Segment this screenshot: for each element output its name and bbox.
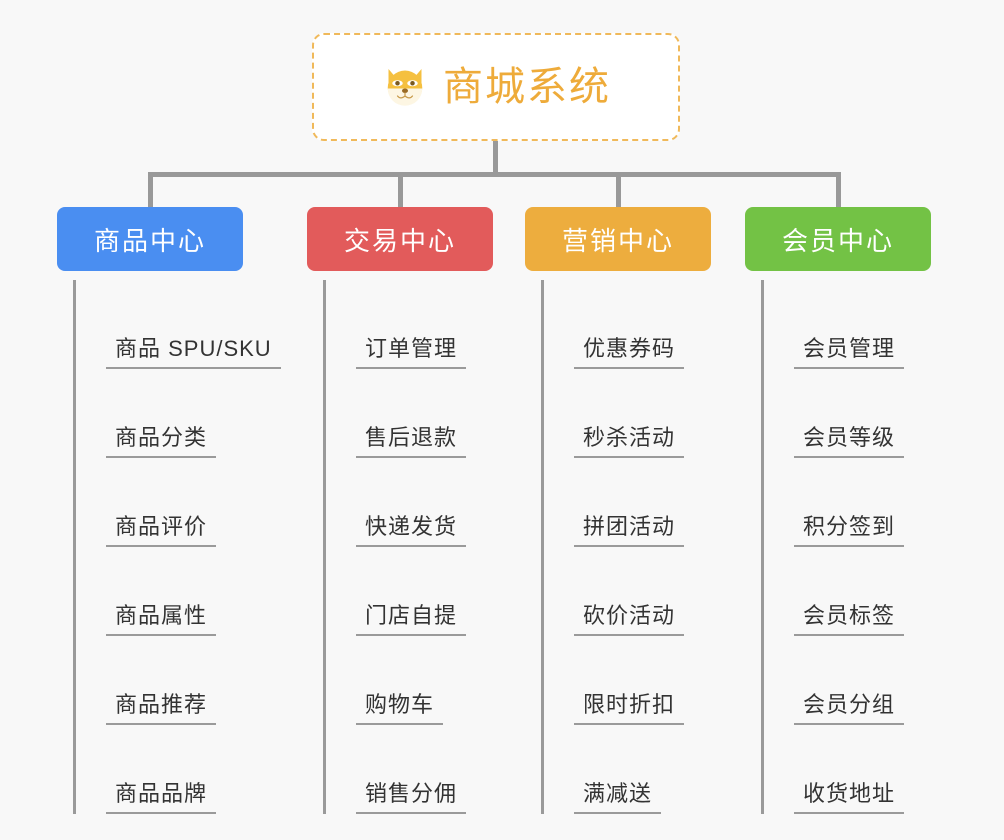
item-label: 订单管理 bbox=[356, 336, 467, 369]
item-list-3: 优惠券码 秒杀活动 拼团活动 砍价活动 限时折扣 满减送 bbox=[541, 280, 745, 814]
item-label: 会员等级 bbox=[794, 425, 905, 458]
connector-drop-4 bbox=[836, 172, 841, 208]
branch-column-2: 交易中心 订单管理 售后退款 快递发货 门店自提 购物车 销售分佣 bbox=[307, 207, 527, 814]
category-header-4[interactable]: 会员中心 bbox=[745, 207, 931, 271]
item-list-1: 商品 SPU/SKU 商品分类 商品评价 商品属性 商品推荐 商品品牌 bbox=[73, 280, 307, 814]
connector-drop-2 bbox=[398, 172, 403, 208]
item-label: 快递发货 bbox=[356, 514, 467, 547]
list-item[interactable]: 快递发货 bbox=[356, 458, 527, 547]
list-item[interactable]: 商品 SPU/SKU bbox=[106, 280, 307, 369]
list-item[interactable]: 限时折扣 bbox=[574, 636, 745, 725]
dog-face-icon bbox=[381, 63, 429, 111]
list-item[interactable]: 购物车 bbox=[356, 636, 527, 725]
item-label: 秒杀活动 bbox=[574, 425, 685, 458]
item-label: 收货地址 bbox=[794, 781, 905, 814]
item-label: 销售分佣 bbox=[356, 781, 467, 814]
list-item[interactable]: 会员标签 bbox=[794, 547, 965, 636]
item-label: 商品分类 bbox=[106, 425, 217, 458]
category-label-3: 营销中心 bbox=[561, 225, 674, 256]
list-item[interactable]: 会员等级 bbox=[794, 369, 965, 458]
item-label: 售后退款 bbox=[356, 425, 467, 458]
item-list-2: 订单管理 售后退款 快递发货 门店自提 购物车 销售分佣 bbox=[323, 280, 527, 814]
list-item[interactable]: 收货地址 bbox=[794, 725, 965, 814]
item-label: 会员管理 bbox=[794, 336, 905, 369]
list-item[interactable]: 商品属性 bbox=[106, 547, 307, 636]
connector-root-stem bbox=[493, 141, 498, 175]
list-item[interactable]: 满减送 bbox=[574, 725, 745, 814]
list-item[interactable]: 商品评价 bbox=[106, 458, 307, 547]
item-label: 满减送 bbox=[574, 781, 662, 814]
branch-column-4: 会员中心 会员管理 会员等级 积分签到 会员标签 会员分组 收货地址 bbox=[745, 207, 965, 814]
item-label: 商品 SPU/SKU bbox=[106, 336, 281, 369]
item-label: 商品推荐 bbox=[106, 692, 217, 725]
list-item[interactable]: 售后退款 bbox=[356, 369, 527, 458]
connector-drop-1 bbox=[148, 172, 153, 208]
item-label: 砍价活动 bbox=[574, 603, 685, 636]
category-header-3[interactable]: 营销中心 bbox=[525, 207, 711, 271]
list-item[interactable]: 优惠券码 bbox=[574, 280, 745, 369]
list-item[interactable]: 销售分佣 bbox=[356, 725, 527, 814]
list-item[interactable]: 秒杀活动 bbox=[574, 369, 745, 458]
list-item[interactable]: 订单管理 bbox=[356, 280, 527, 369]
list-item[interactable]: 砍价活动 bbox=[574, 547, 745, 636]
connector-drop-3 bbox=[616, 172, 621, 208]
item-label: 优惠券码 bbox=[574, 336, 685, 369]
list-item[interactable]: 门店自提 bbox=[356, 547, 527, 636]
item-label: 商品品牌 bbox=[106, 781, 217, 814]
category-label-2: 交易中心 bbox=[343, 225, 456, 256]
root-title: 商城系统 bbox=[443, 65, 611, 109]
branch-column-1: 商品中心 商品 SPU/SKU 商品分类 商品评价 商品属性 商品推荐 商品品牌 bbox=[57, 207, 307, 814]
list-item[interactable]: 商品品牌 bbox=[106, 725, 307, 814]
category-header-2[interactable]: 交易中心 bbox=[307, 207, 493, 271]
list-item[interactable]: 积分签到 bbox=[794, 458, 965, 547]
item-label: 限时折扣 bbox=[574, 692, 685, 725]
list-item[interactable]: 拼团活动 bbox=[574, 458, 745, 547]
item-label: 积分签到 bbox=[794, 514, 905, 547]
list-item[interactable]: 商品推荐 bbox=[106, 636, 307, 725]
list-item[interactable]: 会员管理 bbox=[794, 280, 965, 369]
item-label: 会员分组 bbox=[794, 692, 905, 725]
item-label: 会员标签 bbox=[794, 603, 905, 636]
item-label: 购物车 bbox=[356, 692, 444, 725]
list-item[interactable]: 会员分组 bbox=[794, 636, 965, 725]
category-header-1[interactable]: 商品中心 bbox=[57, 207, 243, 271]
category-label-4: 会员中心 bbox=[781, 225, 894, 256]
item-label: 商品属性 bbox=[106, 603, 217, 636]
item-label: 商品评价 bbox=[106, 514, 217, 547]
item-list-4: 会员管理 会员等级 积分签到 会员标签 会员分组 收货地址 bbox=[761, 280, 965, 814]
branch-column-3: 营销中心 优惠券码 秒杀活动 拼团活动 砍价活动 限时折扣 满减送 bbox=[525, 207, 745, 814]
item-label: 拼团活动 bbox=[574, 514, 685, 547]
list-item[interactable]: 商品分类 bbox=[106, 369, 307, 458]
root-node[interactable]: 商城系统 bbox=[312, 33, 680, 141]
category-label-1: 商品中心 bbox=[93, 225, 206, 256]
connector-horizontal-bar bbox=[148, 172, 841, 177]
item-label: 门店自提 bbox=[356, 603, 467, 636]
